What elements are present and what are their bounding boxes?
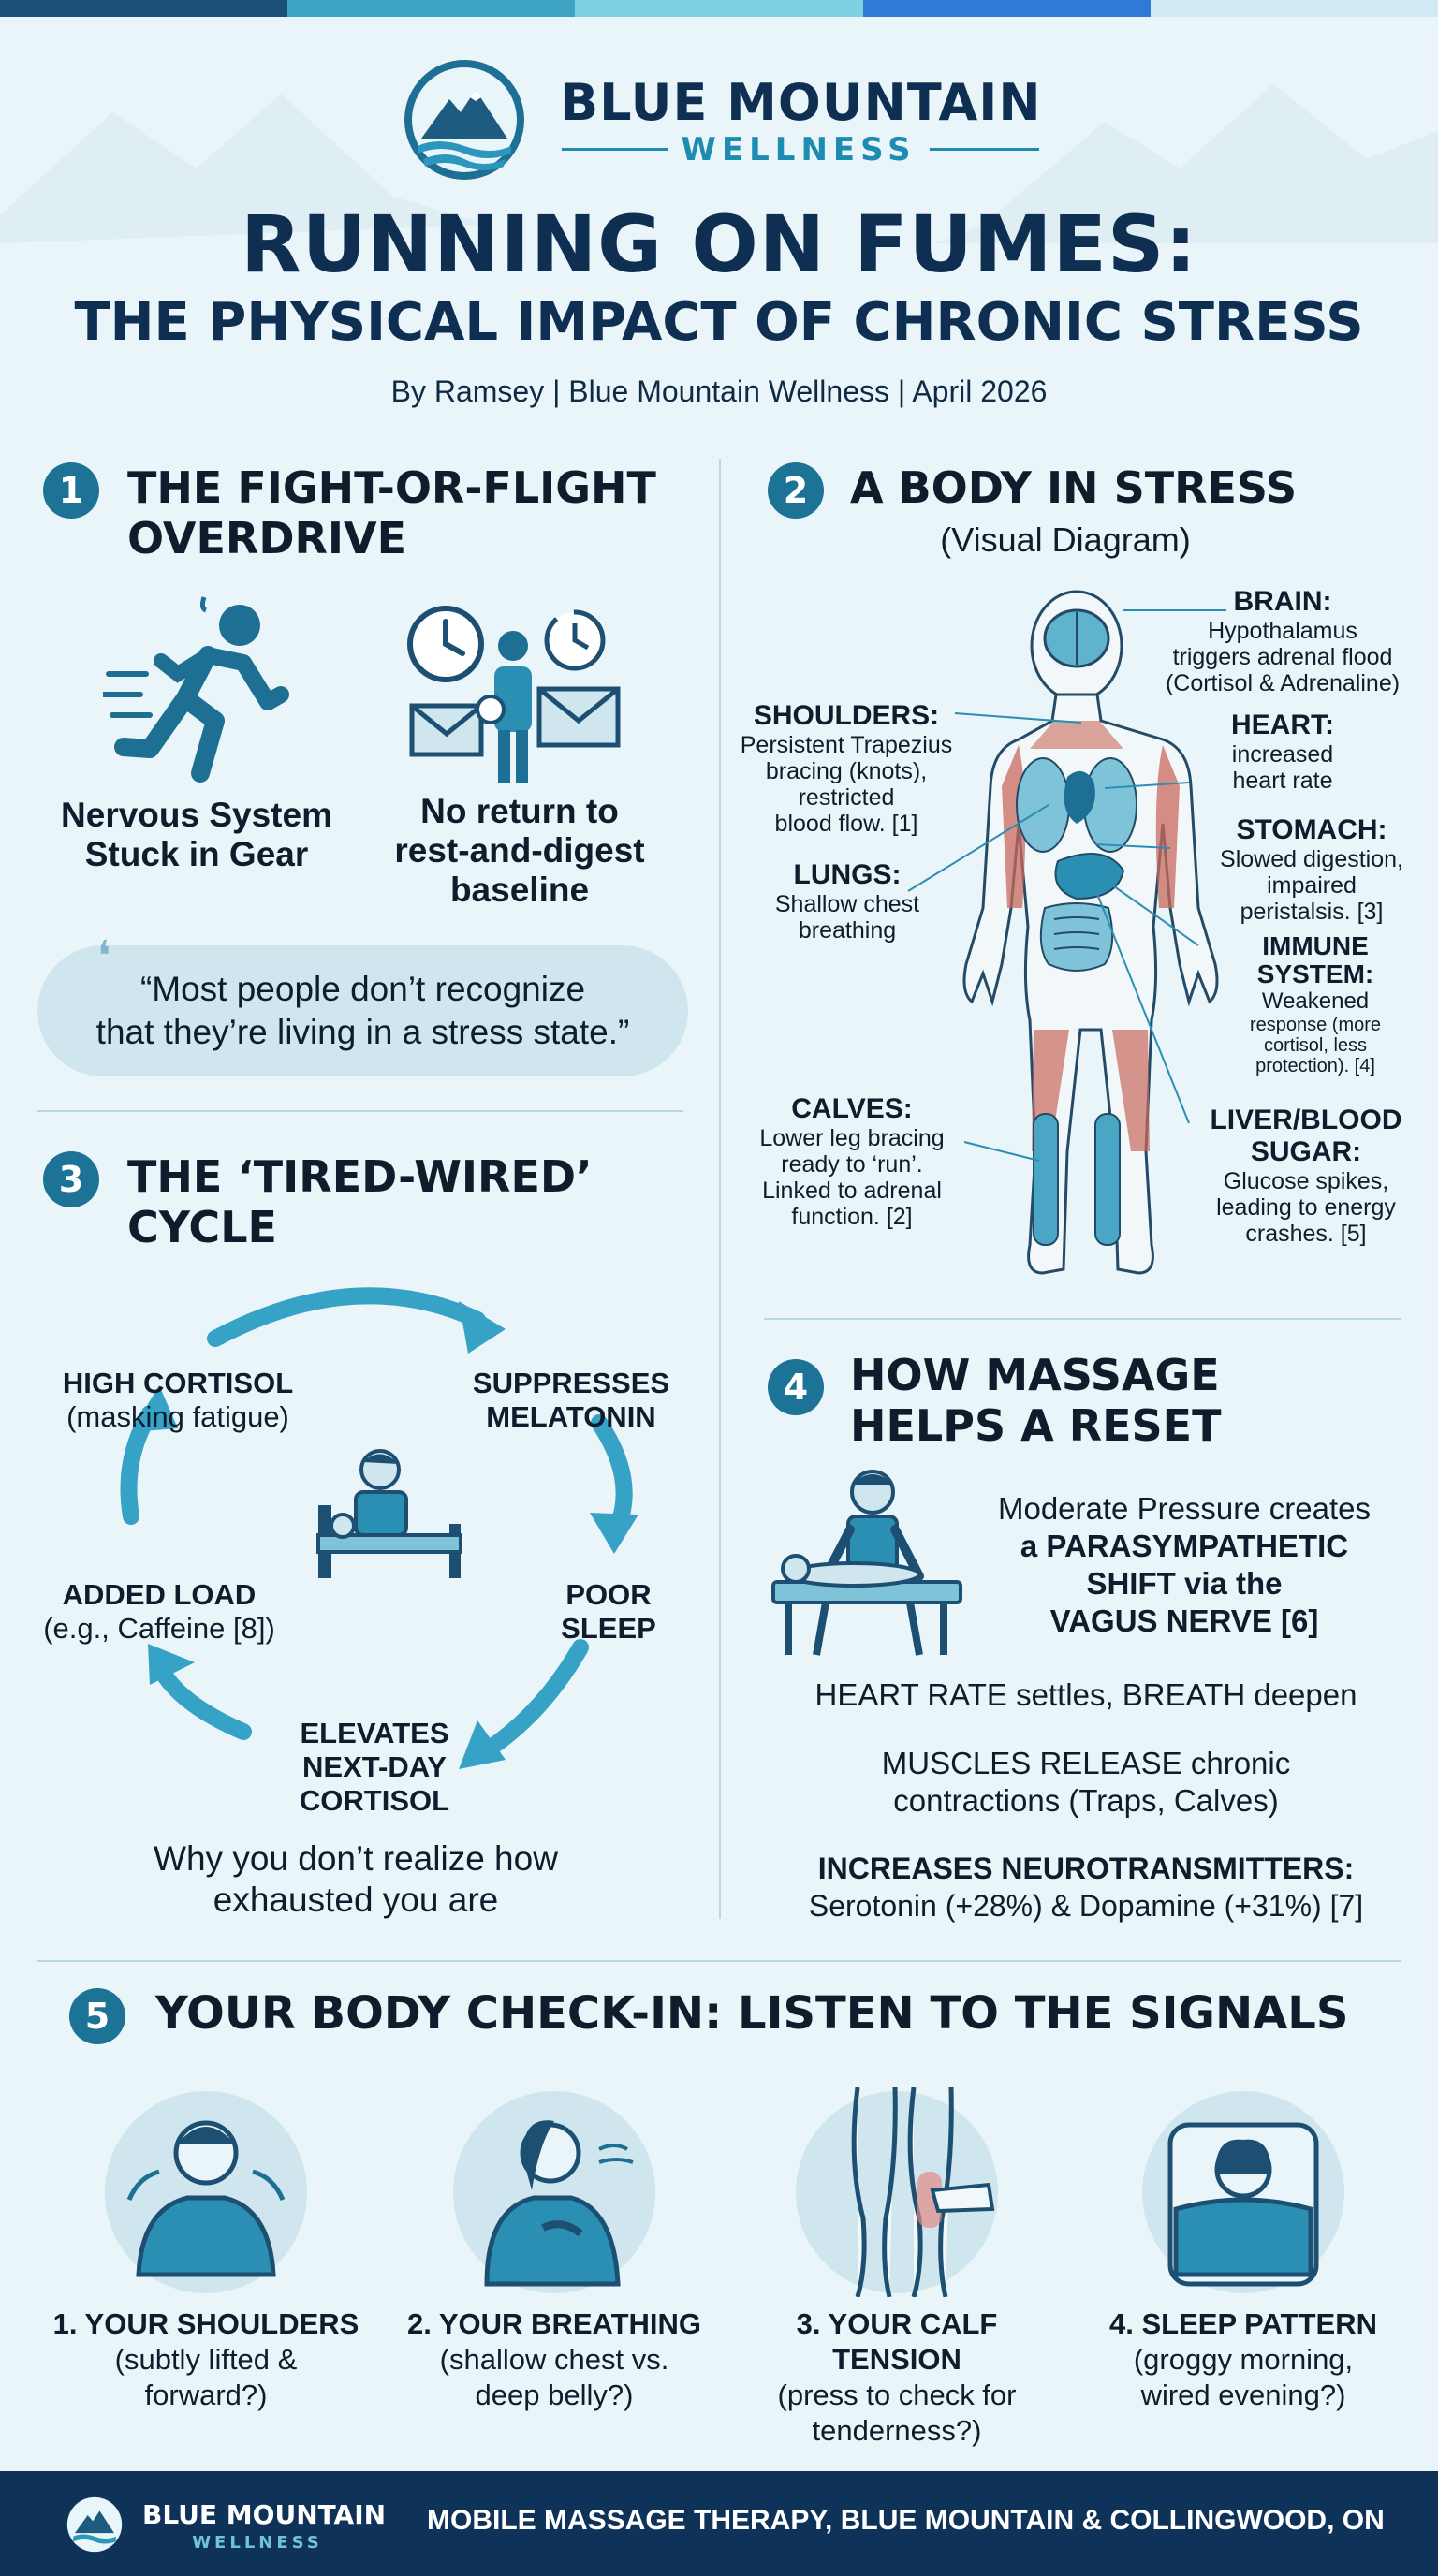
label-liver: LIVER/BLOOD SUGAR:Glucose spikes,leading… xyxy=(1210,1105,1402,1247)
check-item-sleep: 4. SLEEP PATTERN(groggy morning,wired ev… xyxy=(1109,2307,1377,2411)
check-item-shoulders: 1. YOUR SHOULDERS(subtly lifted &forward… xyxy=(52,2307,360,2411)
massage-therapist-icon xyxy=(771,1470,962,1656)
calf-icon xyxy=(796,2087,998,2297)
section-number-3: 3 xyxy=(43,1151,99,1208)
footer-tagline: MOBILE MASSAGE THERAPY, BLUE MOUNTAIN & … xyxy=(427,2505,1385,2536)
footer-brand-name: BLUE MOUNTAIN xyxy=(142,2499,387,2530)
breathing-icon xyxy=(453,2091,655,2293)
quote-mark-icon: ❛ xyxy=(97,932,111,980)
footer-brand-sub: WELLNESS xyxy=(192,2533,323,2553)
page-title: RUNNING ON FUMES: xyxy=(241,198,1197,290)
massage-intro: Moderate Pressure creates a PARASYMPATHE… xyxy=(997,1491,1371,1638)
background-mountains xyxy=(0,84,1438,243)
byline: By Ramsey | Blue Mountain Wellness | Apr… xyxy=(390,374,1048,408)
massage-point-heart: HEART RATE settles, BREATH deepen xyxy=(814,1677,1357,1712)
section3-title: THE ‘TIRED-WIRED’CYCLE xyxy=(127,1151,593,1252)
massage-point-neurotransmitters: INCREASES NEUROTRANSMITTERS:Serotonin (+… xyxy=(808,1852,1364,1923)
section-number-4: 4 xyxy=(768,1359,824,1415)
divider-1-3 xyxy=(37,1110,683,1112)
cycle-node-added-load: ADDED LOAD(e.g., Caffeine [8]) xyxy=(43,1578,275,1645)
running-person-icon xyxy=(103,596,289,783)
logo-icon xyxy=(404,60,524,180)
divider-2-4 xyxy=(764,1318,1401,1320)
section2-subtitle: (Visual Diagram) xyxy=(940,520,1191,559)
brand-subtitle: WELLNESS xyxy=(560,131,1037,168)
section2-title: A BODY IN STRESS xyxy=(850,462,1298,513)
cycle-arrows xyxy=(120,1287,638,1769)
cycle-node-high-cortisol: HIGH CORTISOL(masking fatigue) xyxy=(62,1367,294,1433)
section-number-1: 1 xyxy=(43,462,99,519)
diagram-leader-lines xyxy=(907,609,1226,1162)
section-number-5: 5 xyxy=(69,1988,125,2044)
tired-person-bed-icon xyxy=(316,1449,462,1578)
section5-title: YOUR BODY CHECK-IN: LISTEN TO THE SIGNAL… xyxy=(155,1987,1349,2040)
footer-logo-icon xyxy=(66,2496,123,2553)
top-color-bar xyxy=(0,0,1438,17)
brand-name: BLUE MOUNTAIN xyxy=(560,73,1042,132)
center-divider xyxy=(719,459,721,1919)
body-diagram xyxy=(962,590,1219,1275)
overwhelmed-person-icon xyxy=(407,606,621,783)
divider-5 xyxy=(37,1960,1401,1962)
sleep-icon xyxy=(1142,2091,1344,2293)
shoulders-icon xyxy=(105,2091,307,2293)
check-item-breathing: 2. YOUR BREATHING(shallow chest vs.deep … xyxy=(406,2307,702,2411)
footer xyxy=(0,2471,1438,2576)
section-number-2: 2 xyxy=(768,462,824,519)
page-subtitle: THE PHYSICAL IMPACT OF CHRONIC STRESS xyxy=(74,292,1364,353)
